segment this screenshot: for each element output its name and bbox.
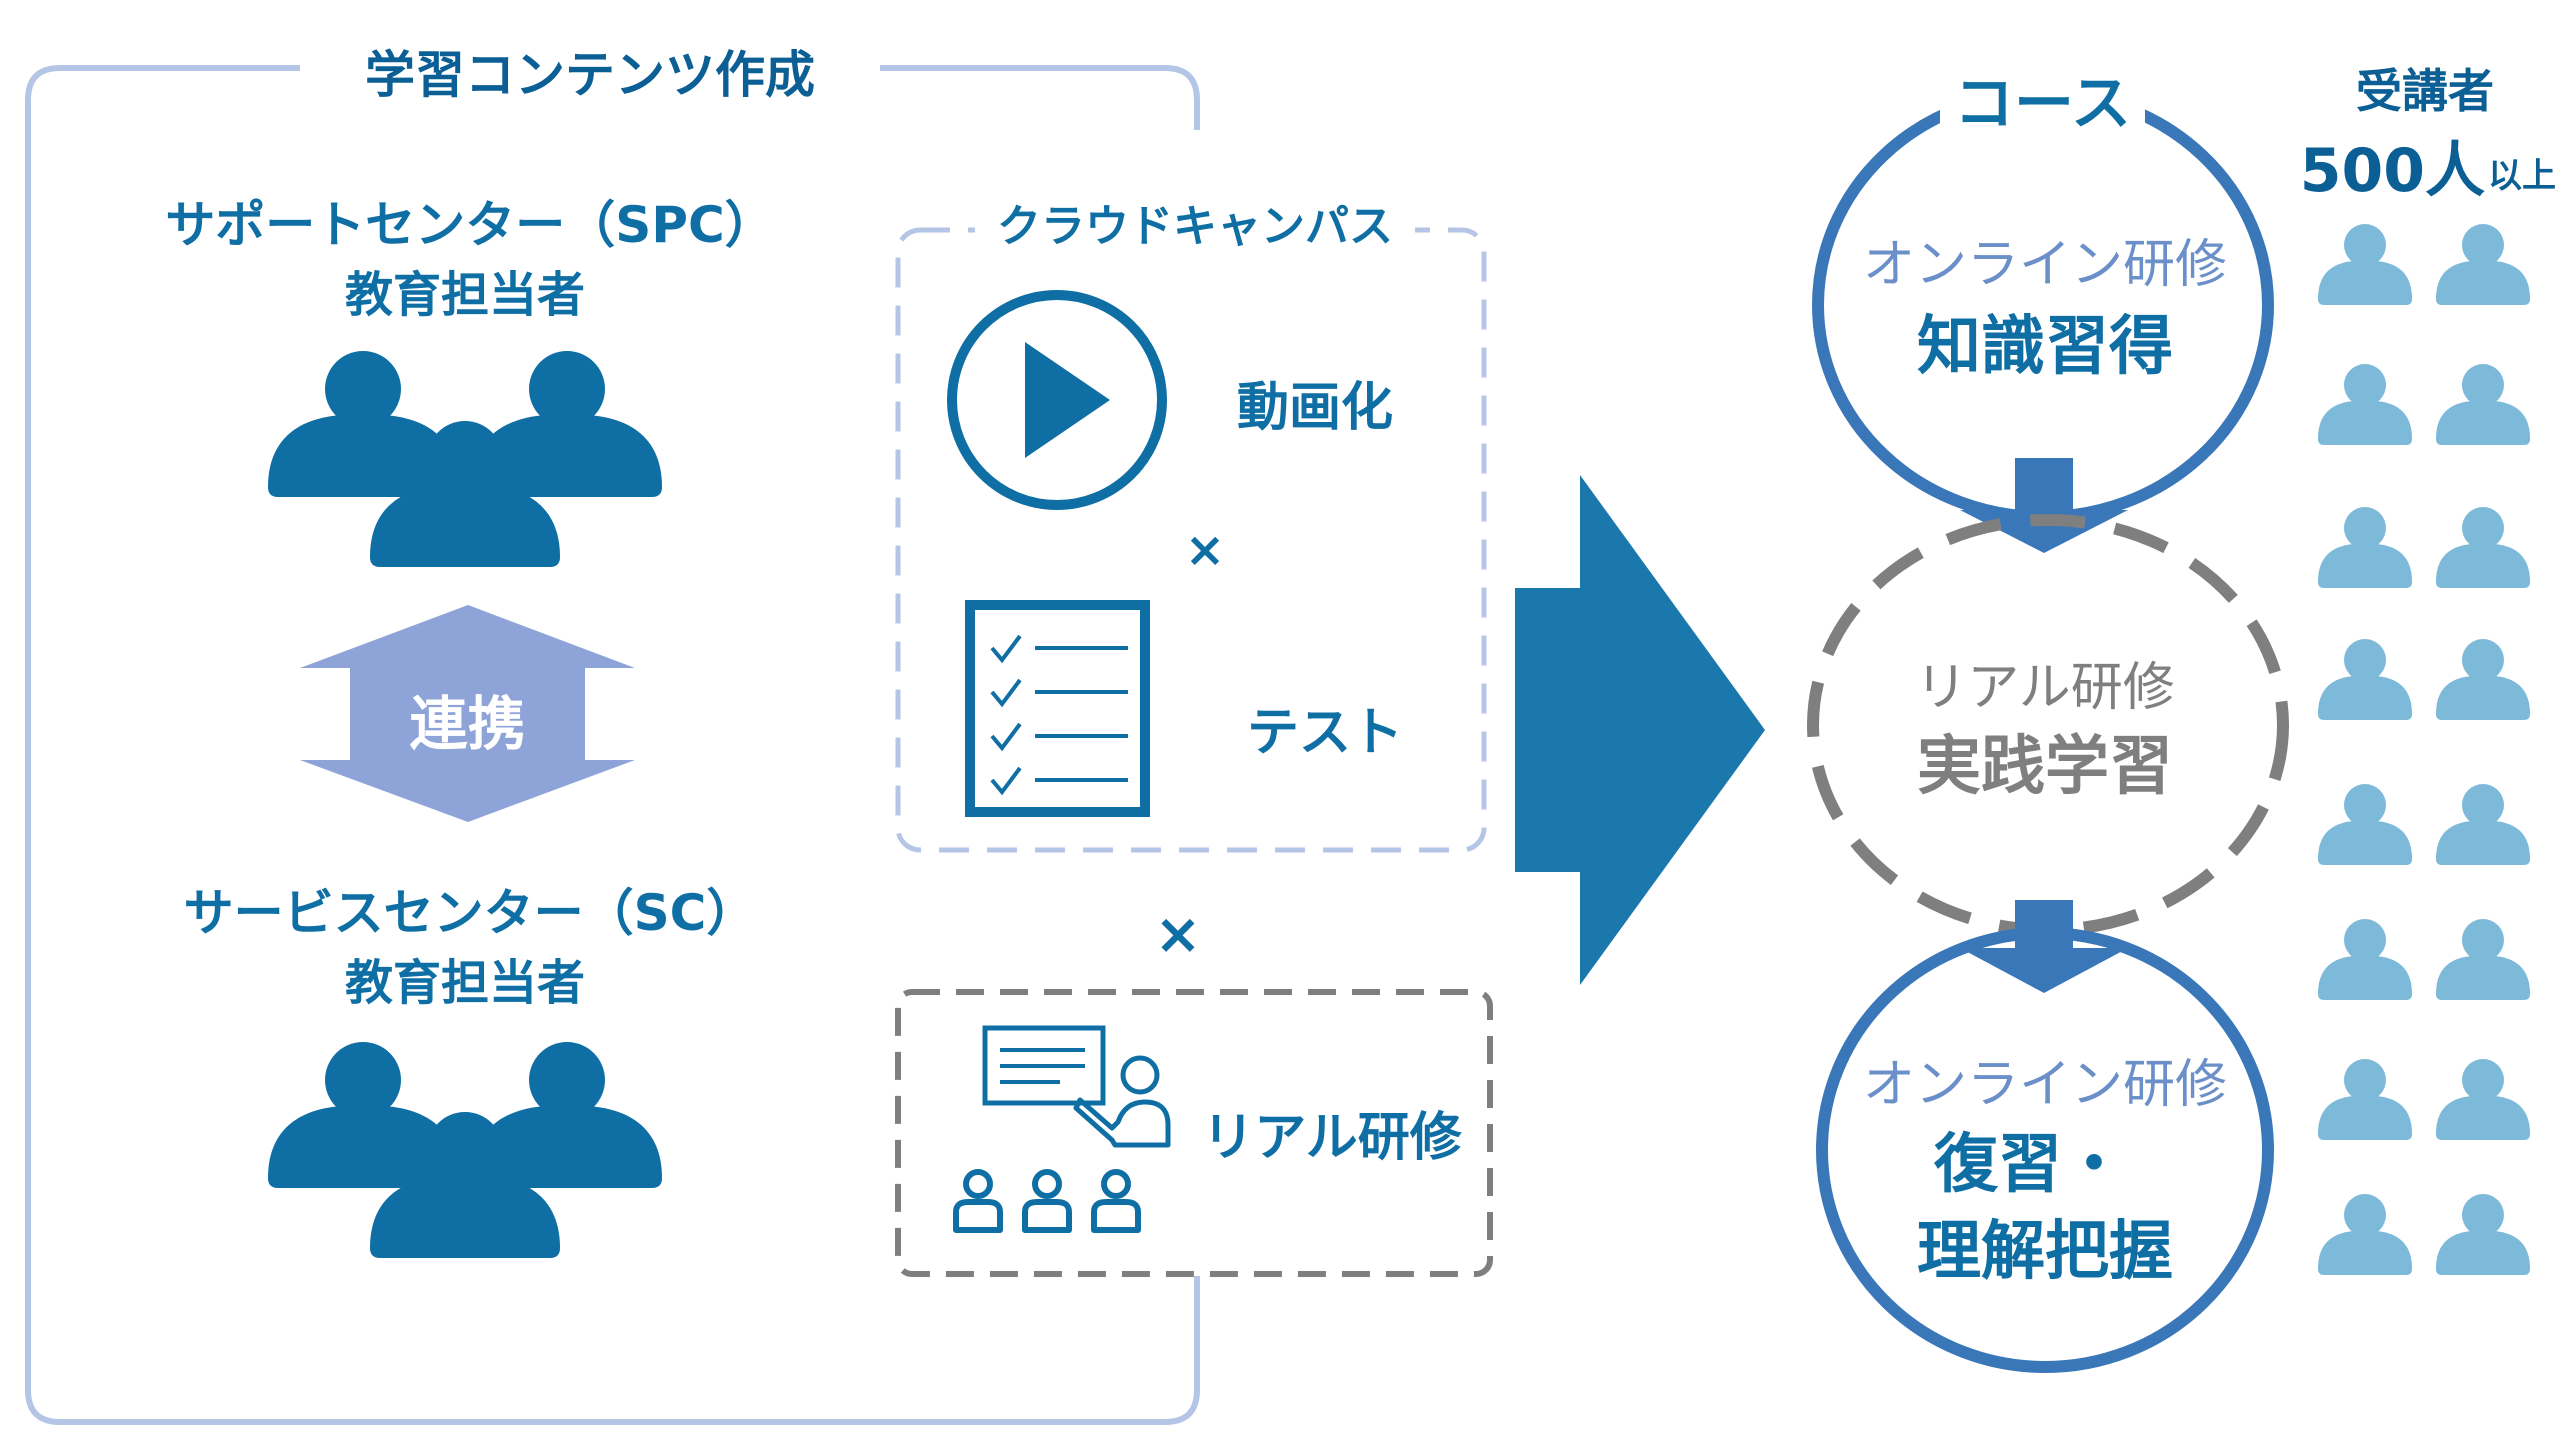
sc-title: サービスセンター（SC） — [183, 884, 757, 942]
step3-line2: 復習・ — [1934, 1128, 2126, 1202]
step1-line1: オンライン研修 — [1862, 235, 2227, 295]
participants-suffix: 以上 — [2488, 156, 2556, 196]
down-arrow-1 — [1960, 458, 2128, 553]
video-label: 動画化 — [1236, 378, 1393, 438]
big-right-arrow — [1515, 475, 1765, 985]
link-double-arrow — [300, 605, 635, 822]
left-panel-border-top-right — [880, 65, 1200, 130]
cloud-campus-box — [895, 227, 1487, 853]
step3-line1: オンライン研修 — [1862, 1055, 2227, 1115]
participants-label: 受講者 — [2356, 64, 2494, 118]
spc-subtitle: 教育担当者 — [344, 267, 585, 323]
sc-people-icon — [268, 1042, 662, 1258]
link-label: 連携 — [409, 690, 526, 758]
participants-icons — [2318, 224, 2530, 1275]
play-icon — [947, 290, 1167, 510]
real-training-label: リアル研修 — [1202, 1108, 1462, 1168]
course-title: コース — [1954, 69, 2131, 139]
step2-line2: 実践学習 — [1917, 730, 2173, 804]
checklist-icon — [965, 600, 1150, 817]
test-label: テスト — [1246, 703, 1403, 763]
times-icon-2: × — [1154, 902, 1202, 967]
sc-subtitle: 教育担当者 — [344, 955, 585, 1011]
spc-title: サポートセンター（SPC） — [165, 196, 775, 254]
real-training-box — [895, 989, 1493, 1277]
left-panel-title: 学習コンテンツ作成 — [365, 46, 815, 104]
participants-count: 500人 — [2299, 136, 2485, 206]
lecture-icon — [956, 1025, 1171, 1230]
spc-people-icon — [268, 351, 662, 567]
course-step3-ellipse — [1816, 927, 2274, 1373]
left-panel-border — [25, 65, 1200, 1425]
step2-line1: リアル研修 — [1915, 658, 2175, 718]
step3-line3: 理解把握 — [1917, 1215, 2173, 1289]
down-arrow-2 — [1960, 900, 2128, 993]
times-icon-1: × — [1184, 522, 1226, 578]
step1-line2: 知識習得 — [1917, 310, 2173, 384]
cloud-campus-title: クラウドキャンパス — [975, 190, 1415, 254]
